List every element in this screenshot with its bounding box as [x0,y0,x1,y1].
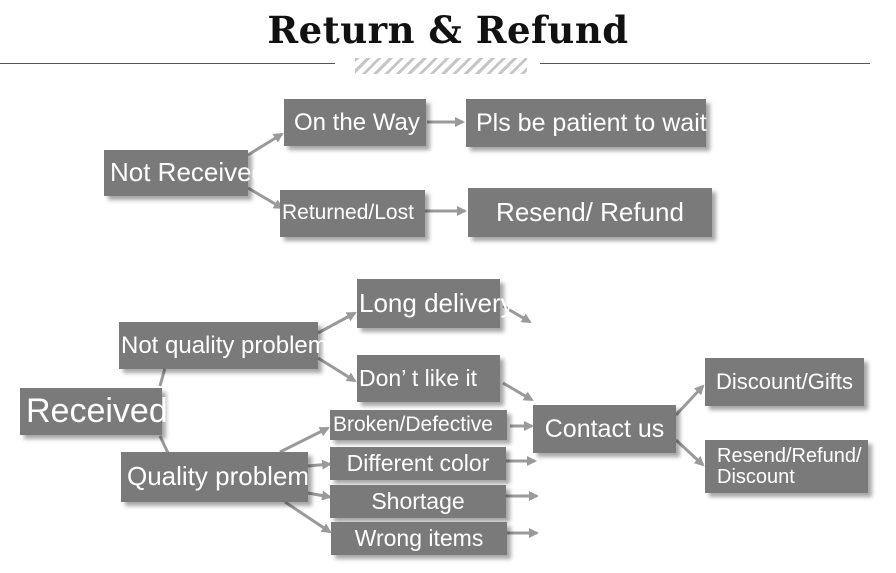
node-pls-wait: Pls be patient to wait [466,99,707,147]
title-rule-right [540,63,870,64]
arrow-not-received-to-on-the-way [247,132,284,157]
arrow-not-quality-to-dont-like [317,356,357,383]
arrow-quality-to-wrong [284,500,332,534]
node-discount-gifts: Discount/Gifts [705,358,864,406]
arrow-quality-to-shortage [307,490,332,501]
node-wrong-items: Wrong items [331,522,507,555]
node-quality-problem: Quality problem [121,452,309,502]
line-received-to-not-quality [158,367,167,387]
arrow-contact-to-resend-refund-discount [674,438,705,467]
node-resend-refund: Resend/ Refund [468,188,712,237]
arrow-not-quality-to-long-delivery [317,311,357,335]
arrow-dont-like-to-contact [502,381,534,402]
title-hatch-decoration [355,58,527,74]
node-resend-refund-discount: Resend/Refund/ Discount [705,440,868,493]
node-received: Received [20,388,168,435]
node-not-received: Not Received [104,150,266,196]
page-title: Return & Refund [267,8,629,52]
node-dont-like-it: Don’ t like it [357,355,500,402]
node-returned-lost: Returned/Lost [280,190,425,237]
node-shortage: Shortage [330,485,506,518]
arrow-long-delivery-out [502,304,532,324]
node-long-delivery: Long delivery [357,279,514,328]
arrow-contact-to-discount [674,384,705,417]
line-received-to-quality [158,435,170,454]
arrow-quality-to-broken [279,426,330,454]
arrow-not-received-to-returned-lost [247,186,284,210]
node-different-color: Different color [330,447,506,480]
node-contact-us: Contact us [533,405,676,453]
node-broken-defective: Broken/Defective [330,410,507,440]
node-not-quality-problem: Not quality problem [119,322,328,369]
title-rule-left [0,63,335,64]
arrow-quality-to-color [307,459,332,470]
node-on-the-way: On the Way [284,99,426,146]
